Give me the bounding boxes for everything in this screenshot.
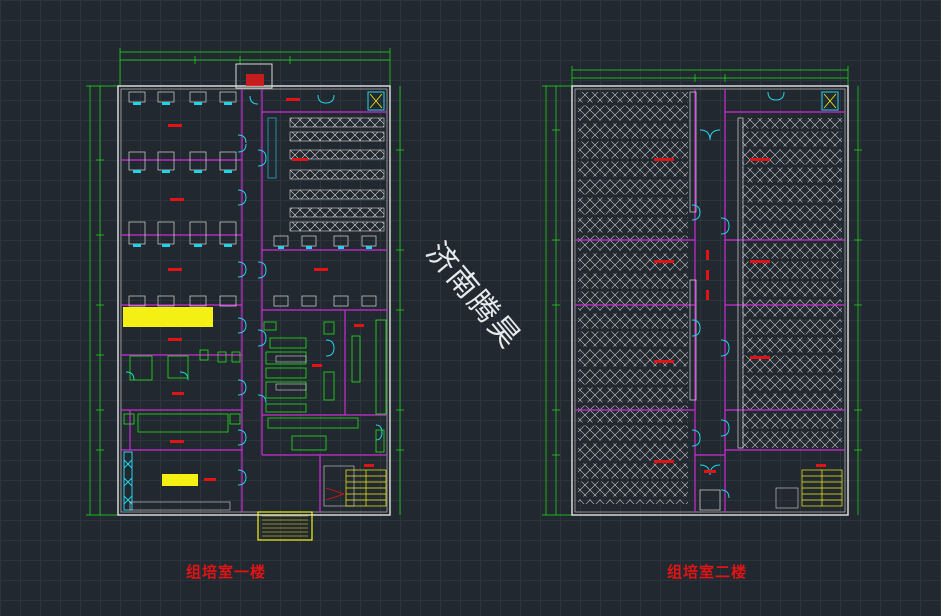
dimension-lines-2 [542, 66, 862, 516]
culture-racks-2-right [742, 118, 842, 448]
doors-2 [691, 91, 839, 499]
yellow-bench-2 [162, 474, 198, 486]
lab-equipment-1 [123, 319, 387, 453]
stairwell-2 [801, 469, 843, 507]
yellow-bench-1 [123, 307, 213, 327]
room-labels-1 [168, 98, 374, 481]
doors-1 [123, 91, 385, 511]
floor-plan-1 [86, 48, 404, 541]
culture-racks-2-left [578, 92, 688, 504]
culture-racks-1 [267, 117, 385, 232]
bottom-ramp [257, 511, 313, 541]
dimension-lines-1 [86, 48, 404, 516]
room-labels-2 [654, 158, 826, 473]
plan-2-caption: 组培室二楼 [667, 563, 748, 581]
floor-plan-2 [542, 66, 862, 516]
partitions-2 [575, 89, 845, 512]
top-entrance [235, 63, 273, 89]
plan-1-caption: 组培室一楼 [186, 563, 267, 581]
outer-wall-2 [571, 85, 849, 516]
partitions-1 [121, 89, 387, 512]
stairwell-1 [345, 469, 387, 507]
chairs-1 [133, 102, 372, 249]
